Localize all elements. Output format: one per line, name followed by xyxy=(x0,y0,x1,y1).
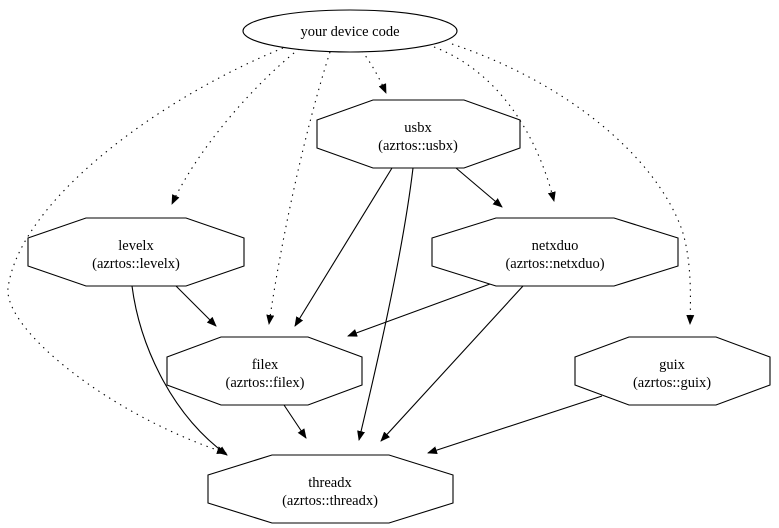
node-usbx: usbx (azrtos::usbx) xyxy=(316,99,521,169)
netxduo-octagon xyxy=(431,217,679,287)
netxduo-label: netxduo xyxy=(532,238,579,254)
node-device-code: your device code xyxy=(242,9,458,53)
node-guix: guix (azrtos::guix) xyxy=(574,336,771,406)
threadx-octagon xyxy=(207,454,454,524)
device-code-ellipse xyxy=(242,9,458,53)
edge-usbx-filex xyxy=(294,167,393,327)
usbx-label: usbx xyxy=(404,120,432,136)
edge-netxduo-filex xyxy=(347,283,491,337)
levelx-sublabel: (azrtos::levelx) xyxy=(92,256,180,272)
edge-device-usbx xyxy=(361,50,387,94)
edge-netxduo-threadx xyxy=(380,285,524,442)
edge-levelx-threadx xyxy=(131,285,228,456)
guix-label: guix xyxy=(659,357,686,373)
usbx-sublabel: (azrtos::usbx) xyxy=(378,138,458,154)
filex-octagon xyxy=(166,336,363,406)
node-netxduo: netxduo (azrtos::netxduo) xyxy=(431,217,679,287)
edge-filex-threadx xyxy=(283,404,307,439)
node-filex: filex (azrtos::filex) xyxy=(166,336,363,406)
edge-usbx-netxduo xyxy=(455,167,503,208)
filex-label: filex xyxy=(252,357,279,373)
guix-sublabel: (azrtos::guix) xyxy=(633,375,711,391)
device-code-label: your device code xyxy=(300,24,399,40)
usbx-octagon xyxy=(316,99,521,169)
edge-device-levelx xyxy=(171,48,300,205)
threadx-label: threadx xyxy=(308,475,352,491)
edge-device-filex xyxy=(266,51,331,325)
edge-device-guix xyxy=(451,43,695,325)
node-threadx: threadx (azrtos::threadx) xyxy=(207,454,454,524)
node-levelx: levelx (azrtos::levelx) xyxy=(27,217,245,287)
levelx-label: levelx xyxy=(118,238,154,254)
filex-sublabel: (azrtos::filex) xyxy=(226,375,305,391)
edge-guix-threadx xyxy=(427,395,603,454)
threadx-sublabel: (azrtos::threadx) xyxy=(282,493,378,509)
netxduo-sublabel: (azrtos::netxduo) xyxy=(505,256,604,272)
edge-usbx-threadx xyxy=(357,167,414,441)
nodes: your device code usbx (azrtos::usbx) lev… xyxy=(27,9,771,524)
edges xyxy=(7,43,695,456)
levelx-octagon xyxy=(27,217,245,287)
guix-octagon xyxy=(574,336,771,406)
edge-levelx-filex xyxy=(175,285,217,327)
